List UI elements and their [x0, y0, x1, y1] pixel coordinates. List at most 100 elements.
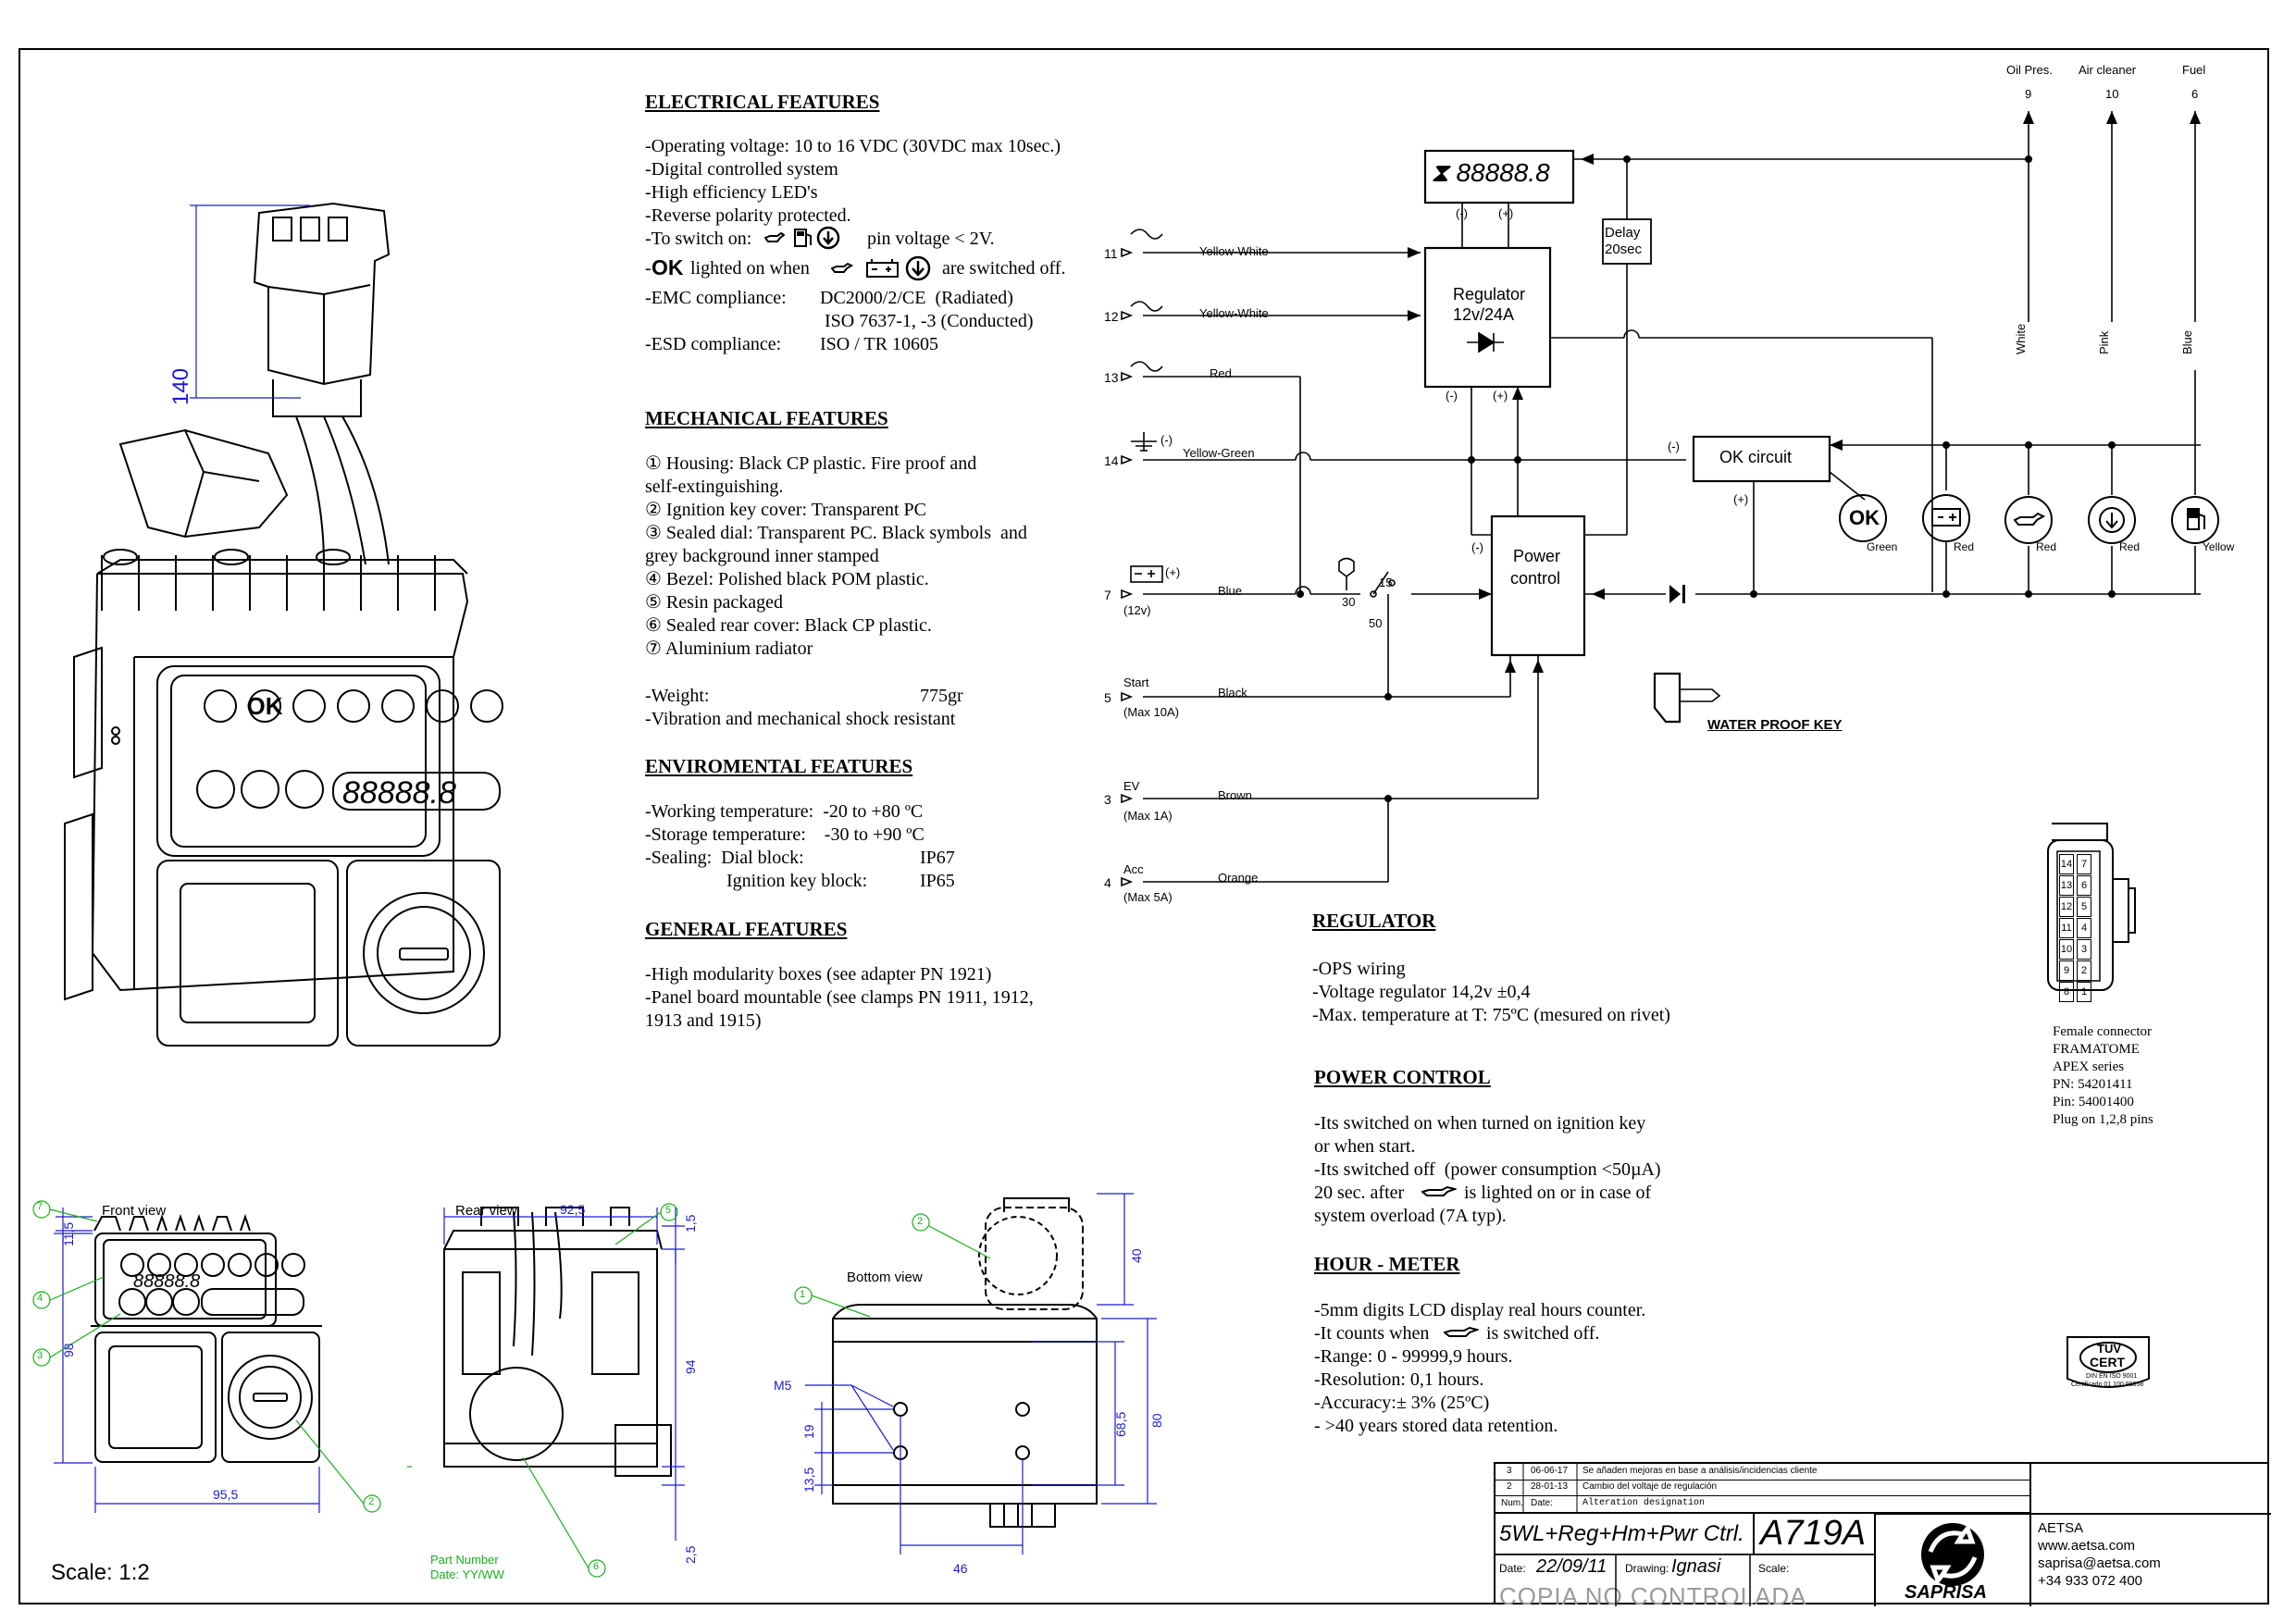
power-control-label: Power — [1513, 547, 1561, 565]
callout-number: 2 — [917, 1216, 924, 1227]
delay-label: Delay — [1605, 225, 1641, 241]
pin-label: 12 — [2059, 897, 2074, 917]
ignition-block-value: IP65 — [920, 871, 955, 891]
mechanical-line: self-extinguishing. — [645, 477, 784, 497]
pin-number: 3 — [1104, 792, 1111, 807]
connector-pins: 14 13 12 11 10 9 8 7 6 5 4 3 2 1 — [2059, 853, 2096, 1002]
electrical-line: ISO / TR 10605 — [820, 334, 938, 354]
wire-name: Start — [1123, 675, 1149, 689]
pin-number: 7 — [1104, 588, 1111, 602]
bottom-view-label: Bottom view — [847, 1270, 923, 1285]
air-filter-icon — [816, 226, 840, 250]
electrical-line: -Digital controlled system — [645, 159, 838, 180]
pin-label: 8 — [2059, 982, 2074, 1002]
working-temperature: -Working temperature: -20 to +80 ºC — [645, 801, 924, 822]
sealing-dial-value: IP67 — [920, 848, 955, 868]
wire-name: Acc — [1123, 862, 1144, 876]
wire-sign: (-) — [1160, 433, 1173, 447]
power-control-line: system overload (7A typ). — [1314, 1206, 1507, 1226]
tuv-cert-logo: TÜV CERT DIN EN ISO 9001 Certificado 01 … — [2062, 1332, 2154, 1397]
revision-table: 3 06-06-17 Se añaden mejoras en base a a… — [1496, 1464, 2030, 1514]
scale-field-label: Scale: — [1758, 1562, 1790, 1575]
output-label: Oil Pres. — [2006, 63, 2053, 77]
title-block: 3 06-06-17 Se añaden mejoras en base a a… — [1494, 1462, 2271, 1610]
company-name: AETSA — [2038, 1520, 2084, 1536]
hour-meter-line: -Resolution: 0,1 hours. — [1314, 1369, 1484, 1390]
key-position-15: 15 — [1379, 576, 1393, 589]
ok-symbol: OK — [652, 255, 684, 279]
revision-desc: Cambio del voltaje de regulación — [1582, 1481, 1718, 1492]
weight-label: -Weight: — [645, 686, 710, 706]
ok-circuit-minus: (-) — [1668, 440, 1680, 453]
hour-meter-line: -Range: 0 - 99999,9 hours. — [1314, 1346, 1513, 1367]
pin-label: 4 — [2077, 918, 2091, 938]
wire-color: Yellow-White — [1199, 306, 1269, 320]
iso-lcd-digits: 88888.8 — [342, 775, 456, 811]
ok-circuit-plus: (+) — [1733, 492, 1749, 506]
revision-header: Num. Date: Alteration designation — [1496, 1495, 2030, 1514]
output-label: Fuel — [2182, 63, 2206, 77]
revision-num: 3 — [1507, 1466, 1512, 1476]
wire-sub: (12v) — [1123, 603, 1151, 617]
wire-sub: (Max 1A) — [1123, 809, 1173, 823]
cert-number: Certificado 01 100 98058 — [2071, 1381, 2144, 1388]
electrical-line: - — [645, 258, 652, 279]
uncontrolled-copy-stamp: COPIA NO CONTROLADA — [1499, 1582, 1807, 1610]
dim-92-5: 92,5 — [560, 1202, 586, 1217]
wire-color: Blue — [1218, 584, 1243, 598]
dim-2-5: 2,5 — [683, 1545, 698, 1564]
output-pin: 9 — [2025, 87, 2032, 101]
dim-46: 46 — [953, 1561, 968, 1576]
revision-header-num: Num. — [1501, 1498, 1523, 1508]
pin-label: 10 — [2059, 939, 2074, 960]
hour-meter-line: -5mm digits LCD display real hours count… — [1314, 1300, 1646, 1320]
bottom-view-drawing: Bottom view M5 40 80 68,5 19 13,5 46 2 1 — [768, 1189, 1194, 1596]
hour-meter-line: is switched off. — [1486, 1323, 1600, 1344]
revision-date: 28-01-13 — [1531, 1481, 1569, 1492]
oil-pressure-icon — [1421, 1183, 1457, 1200]
lamp-color: Yellow — [2203, 540, 2235, 553]
part-number-label: Part Number — [430, 1553, 499, 1567]
pin-number: 4 — [1104, 875, 1111, 890]
drawing-label: Drawing: — [1625, 1562, 1669, 1575]
output-label: Air cleaner — [2079, 63, 2137, 77]
mechanical-line: ⑦ Aluminium radiator — [645, 638, 813, 659]
electrical-line: -ESD compliance: — [645, 334, 782, 354]
callout-number: 2 — [368, 1496, 375, 1507]
oil-pressure-icon — [764, 229, 785, 247]
cert-standard: DIN EN ISO 9001 — [2086, 1373, 2138, 1380]
electrical-line: lighted on when — [690, 258, 810, 279]
electrical-line: DC2000/2/CE (Radiated) — [820, 288, 1013, 308]
electrical-heading: ELECTRICAL FEATURES — [645, 91, 880, 113]
pin-label: 13 — [2059, 875, 2074, 896]
general-line: 1913 and 1915) — [645, 1010, 762, 1031]
regulator-line: -OPS wiring — [1312, 959, 1406, 979]
power-control-line: or when start. — [1314, 1136, 1416, 1157]
mechanical-line: ① Housing: Black CP plastic. Fire proof … — [645, 453, 977, 474]
lamp-color: Green — [1867, 540, 1898, 553]
hour-meter-display: ⧗ 88888.8 — [1431, 158, 1570, 195]
wiring-schematic: 11 Yellow-White 12 Yellow-White 13 Red 1… — [1104, 63, 2235, 904]
dim-140: 140 — [168, 367, 193, 405]
regulator-label: Regulator — [1453, 285, 1526, 304]
environmental-heading: ENVIROMENTAL FEATURES — [645, 755, 913, 777]
regulator-line: -Voltage regulator 14,2v ±0,4 — [1312, 982, 1531, 1002]
dim-19: 19 — [801, 1424, 816, 1439]
company-web[interactable]: www.aetsa.com — [2038, 1538, 2136, 1554]
output-wire: White — [2014, 323, 2028, 354]
connector-line: Pin: 54001400 — [2053, 1095, 2134, 1109]
electrical-line: -High efficiency LED's — [645, 182, 818, 203]
company-email[interactable]: saprisa@aetsa.com — [2038, 1555, 2161, 1571]
pin-number: 11 — [1104, 246, 1118, 261]
wire-color: Red — [1210, 366, 1232, 380]
ok-lamp-text: OK — [1849, 506, 1880, 529]
pin-number: 5 — [1104, 690, 1111, 705]
part-number-date: Date: YY/WW — [430, 1567, 504, 1581]
oil-pressure-icon — [1444, 1324, 1479, 1341]
output-wire: Blue — [2180, 329, 2194, 354]
wire-sub: (Max 5A) — [1123, 890, 1173, 904]
electrical-line: -To switch on: — [645, 229, 752, 249]
wire-color: Orange — [1218, 871, 1259, 885]
lamp-color: Red — [2119, 540, 2141, 553]
connector-line: APEX series — [2053, 1059, 2125, 1074]
